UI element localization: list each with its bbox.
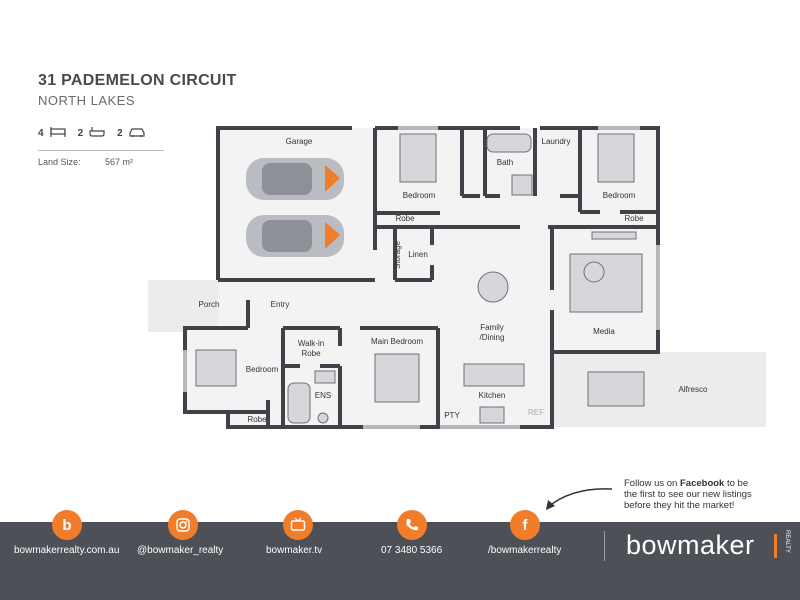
car-1 [246,158,344,200]
brand-subtitle: REALTY [784,530,790,553]
label-walkin-robe-1: Walk-in [298,339,324,348]
alfresco-area [552,352,766,427]
label-pty: PTY [444,411,460,420]
promo-line1-pre: Follow us on [624,478,680,489]
label-bedroom-top2: Bedroom [603,191,636,200]
bedroom-count: 4 [38,128,44,139]
tv-label[interactable]: bowmaker.tv [266,545,323,556]
website-icon: b [52,510,82,540]
label-robe-top2: Robe [624,214,644,223]
label-family: Family [480,323,504,332]
bath-icon [89,127,105,140]
interior-floor [185,128,658,427]
bathroom-count: 2 [77,128,84,139]
windows [183,126,660,429]
label-main-bedroom: Main Bedroom [371,337,423,346]
phone-link[interactable] [397,510,427,540]
website-link[interactable]: b [52,510,82,540]
land-size-value: 567 m² [105,157,134,167]
label-bath: Bath [497,158,513,167]
tv-link[interactable] [283,510,313,540]
footer-divider [604,531,605,561]
property-stats: 4 2 2 [38,127,145,140]
label-robe-left: Robe [247,415,267,424]
car-icon [129,127,145,140]
label-linen: Linen [408,250,428,259]
label-ens: ENS [315,391,331,400]
arrow-icon [547,488,613,508]
label-alfresco: Alfresco [679,385,708,394]
label-garage: Garage [286,137,313,146]
car-2 [246,215,344,257]
instagram-icon [168,510,198,540]
furniture [195,133,645,424]
facebook-link[interactable]: f [510,510,540,540]
label-storage: Storage [393,240,402,269]
label-ref: REF [528,408,544,417]
label-kitchen: Kitchen [479,391,506,400]
label-entry: Entry [271,300,290,309]
property-address: 31 PADEMELON CIRCUIT [38,72,237,89]
stats-divider [38,150,164,151]
floor-plan: Garage Bedroom Robe Bath Laundry Bedroom… [148,126,766,510]
phone-label[interactable]: 07 3480 5366 [381,545,443,556]
phone-icon [397,510,427,540]
land-size-label: Land Size: [38,157,81,167]
label-bedroom-left: Bedroom [246,365,279,374]
arrow-head-icon [546,500,555,510]
promo-line2: the first to see our new listings [624,489,752,500]
facebook-promo: Follow us on Facebook to be the first to… [624,478,774,511]
label-laundry: Laundry [542,137,571,146]
garage-count: 2 [117,128,123,139]
label-walkin-robe-2: Robe [301,349,321,358]
facebook-label[interactable]: /bowmakerrealty [488,545,562,556]
label-porch: Porch [199,300,220,309]
instagram-label[interactable]: @bowmaker_realty [137,545,224,556]
label-bedroom-top1: Bedroom [403,191,436,200]
instagram-link[interactable] [168,510,198,540]
promo-line1-post: to be [724,478,749,489]
bed-icon [49,127,66,140]
label-robe-top1: Robe [395,214,415,223]
brand-accent-bar [774,534,777,558]
property-suburb: NORTH LAKES [38,93,136,108]
facebook-icon: f [510,510,540,540]
label-dining: /Dining [480,333,505,342]
promo-line3: before they hit the market! [624,500,735,511]
website-label[interactable]: bowmakerrealty.com.au [14,545,120,556]
brand-logo: bowmaker [626,530,755,560]
promo-facebook: Facebook [679,478,725,489]
label-media: Media [593,327,615,336]
tv-icon [283,510,313,540]
